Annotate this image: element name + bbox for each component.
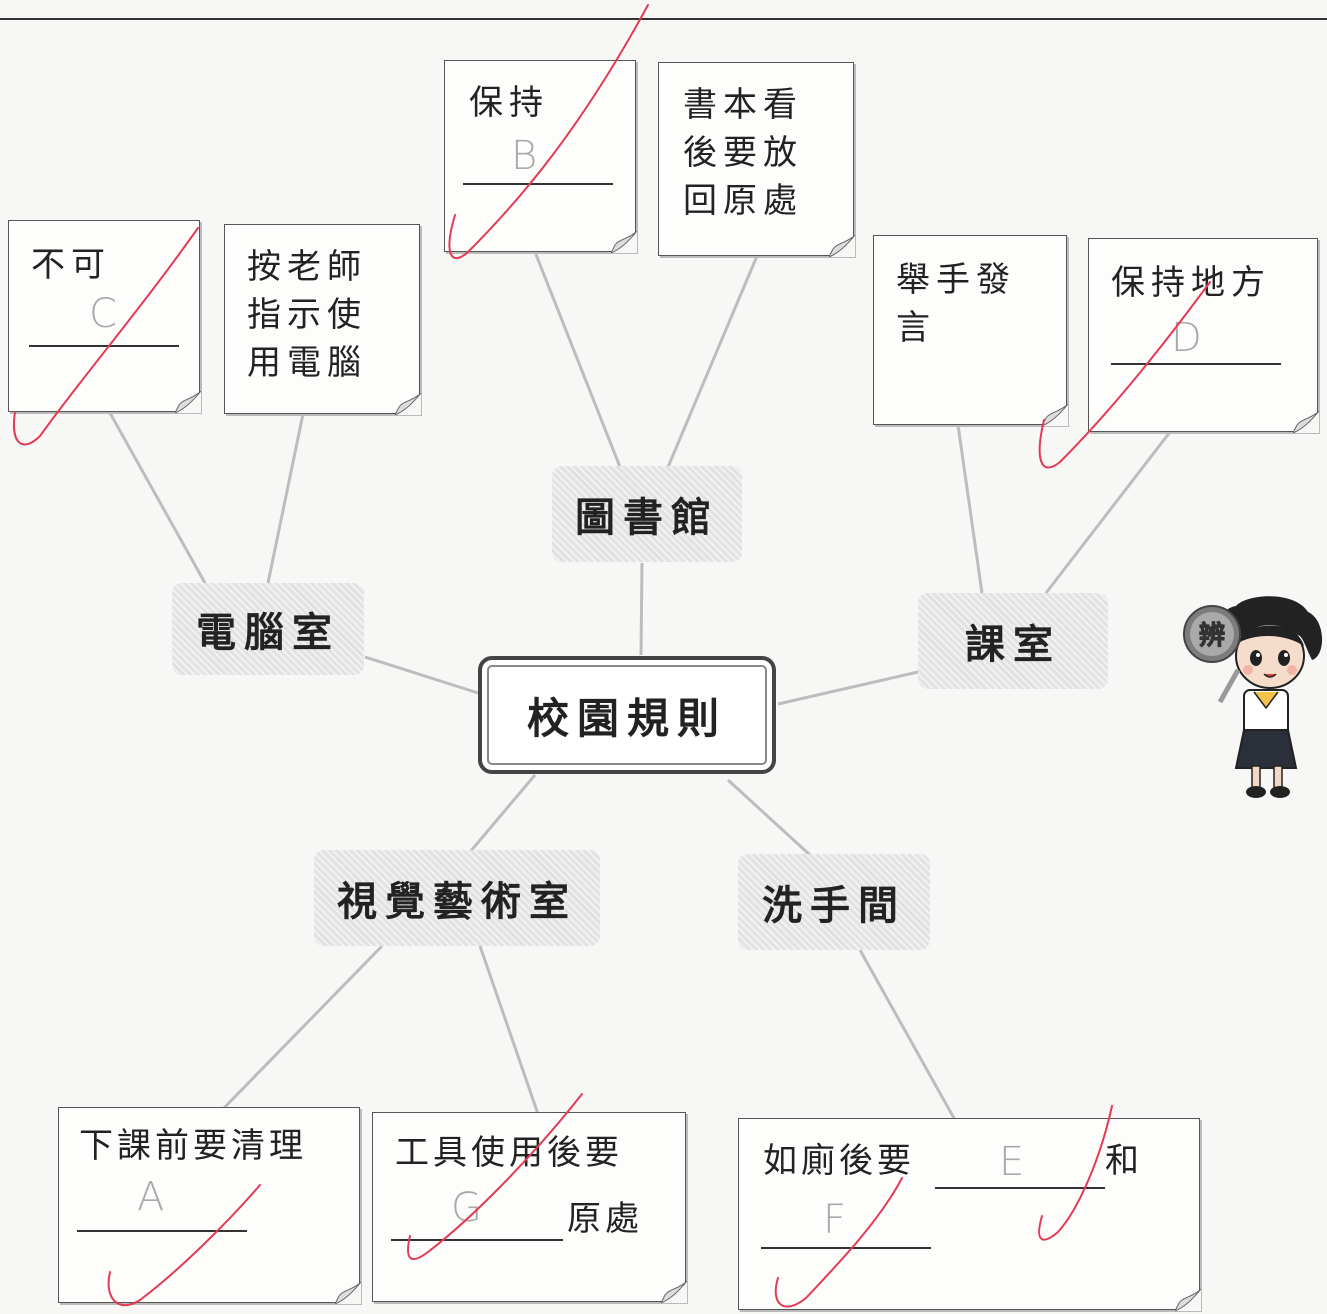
- note-text: 不可: [31, 245, 111, 285]
- answer-blank-1: [935, 1187, 1105, 1189]
- line-center-computer: [364, 655, 479, 695]
- page-curl-icon: [611, 231, 637, 253]
- note-text: 下課前要清理: [79, 1126, 307, 1166]
- note-text-bottom: 原處: [567, 1199, 643, 1239]
- line-center-library: [639, 562, 644, 656]
- note-classroom-keep-clean: 保持地方 D: [1088, 238, 1319, 433]
- line-computer-note1: [108, 412, 207, 584]
- topic-computer-room: 電腦室: [172, 583, 364, 675]
- topic-classroom: 課室: [918, 593, 1108, 689]
- answer-blank-2: [761, 1247, 931, 1249]
- header-rule: [0, 18, 1327, 20]
- center-node: 校園規則: [478, 656, 776, 774]
- topic-art-room: 視覺藝術室: [314, 850, 600, 946]
- note-classroom-raise-hand: 舉手發 言: [873, 235, 1068, 426]
- topic-library: 圖書館: [552, 466, 742, 562]
- line-center-art: [468, 774, 537, 853]
- mascot-badge-text: 辨: [1199, 621, 1225, 651]
- page-curl-icon: [1175, 1289, 1201, 1311]
- pencil-answer: C: [89, 291, 117, 337]
- note-art-tools: 工具使用後要 G 原處: [372, 1112, 687, 1303]
- pencil-answer: A: [137, 1174, 165, 1220]
- answer-blank: [391, 1239, 563, 1241]
- answer-blank: [29, 345, 179, 347]
- note-text-top: 工具使用後要: [395, 1133, 623, 1173]
- note-text: 保持: [469, 83, 549, 123]
- page-curl-icon: [395, 393, 421, 415]
- line-classroom-note1: [956, 424, 984, 594]
- note-text: 書本看 後要放 回原處: [683, 85, 803, 221]
- pencil-answer-1: E: [999, 1139, 1025, 1185]
- line-library-note1: [533, 251, 622, 468]
- answer-blank: [1111, 363, 1281, 365]
- page-curl-icon: [175, 391, 201, 413]
- note-library-keep: 保持 B: [444, 60, 637, 253]
- page-curl-icon: [1293, 411, 1319, 433]
- note-library-return: 書本看 後要放 回原處: [658, 62, 855, 257]
- girl-mascot-icon: 辨: [1183, 596, 1323, 798]
- page-curl-icon: [335, 1282, 361, 1304]
- line-art-note1: [220, 944, 384, 1112]
- line-center-classroom: [777, 670, 919, 706]
- line-center-toilet: [726, 778, 812, 857]
- pencil-answer-2: F: [823, 1197, 847, 1243]
- pencil-answer: G: [451, 1185, 482, 1231]
- line-library-note2: [666, 255, 759, 468]
- topic-toilet: 洗手間: [738, 854, 930, 950]
- line-classroom-note2: [1044, 431, 1172, 594]
- note-text: 按老師 指示使 用電腦: [247, 247, 367, 383]
- note-toilet-after: 如廁後要 E 和 F: [738, 1118, 1201, 1311]
- note-art-tidy: 下課前要清理 A: [58, 1107, 361, 1304]
- page-curl-icon: [1042, 404, 1068, 426]
- line-art-note2: [478, 945, 540, 1115]
- answer-blank: [463, 183, 613, 185]
- note-text-after: 和: [1105, 1141, 1145, 1181]
- note-computer-teacher: 按老師 指示使 用電腦: [224, 224, 421, 415]
- line-toilet-note1: [858, 949, 957, 1121]
- note-computer-forbid: 不可 C: [8, 220, 201, 413]
- line-computer-note2: [266, 413, 305, 584]
- page-curl-icon: [829, 235, 855, 257]
- note-text-before: 如廁後要: [763, 1141, 915, 1181]
- note-text: 保持地方: [1111, 263, 1271, 303]
- answer-blank: [77, 1230, 247, 1232]
- pencil-answer: D: [1171, 315, 1202, 361]
- page-curl-icon: [661, 1281, 687, 1303]
- note-text: 舉手發 言: [896, 260, 1016, 348]
- pencil-answer: B: [511, 133, 538, 179]
